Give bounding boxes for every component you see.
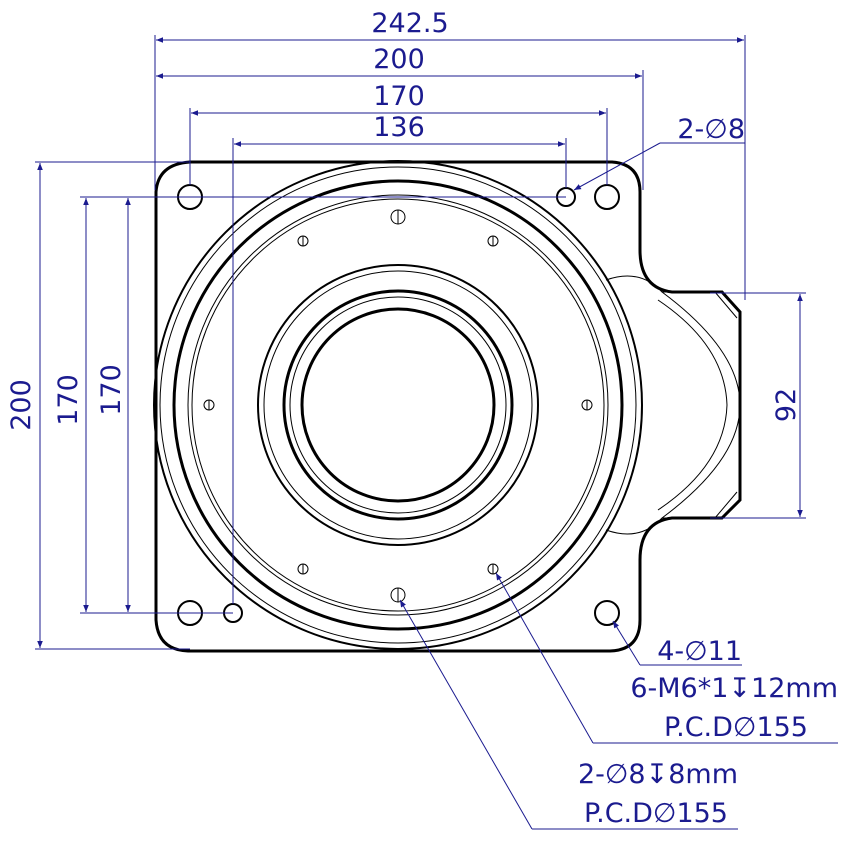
corner-hole-br bbox=[594, 600, 620, 626]
outer-ring bbox=[153, 160, 643, 650]
hub-ring bbox=[257, 264, 539, 546]
rotary-rings bbox=[153, 160, 643, 650]
callout-pin-holes: 2-∅8↧8mm bbox=[578, 759, 738, 790]
turntable-edge bbox=[187, 194, 609, 616]
part-outline bbox=[154, 160, 742, 653]
tab-inner-contour bbox=[605, 275, 741, 535]
tab-arc-inner bbox=[657, 299, 728, 511]
base-plate bbox=[154, 160, 742, 653]
bore-ring-2 bbox=[289, 296, 507, 514]
dim-plate-width: 200 bbox=[373, 44, 425, 75]
holes bbox=[177, 184, 620, 626]
hub-ring-2 bbox=[263, 270, 533, 540]
bearing-ring bbox=[172, 179, 624, 631]
outer-ring-2 bbox=[159, 166, 637, 644]
dim-bolt-spacing-outer: 170 bbox=[373, 81, 425, 112]
bore-ring bbox=[282, 289, 514, 521]
vertical-dimensions: 200 170 170 92 bbox=[6, 161, 806, 650]
horizontal-dimensions: 242.5 200 170 136 bbox=[154, 8, 746, 604]
callout-tapped-pcd: P.C.D∅155 bbox=[664, 712, 808, 743]
tab-fillet-top bbox=[662, 291, 738, 319]
callouts: 2-∅8 4-∅11 6-M6*1↧12mm P.C.D∅155 2-∅8↧8m… bbox=[399, 114, 838, 830]
callout-tapped-holes: 6-M6*1↧12mm bbox=[630, 673, 838, 704]
dim-bolt-height-right: 170 bbox=[96, 364, 127, 416]
callout-corner-holes: 4-∅11 bbox=[657, 636, 742, 667]
callout-small-holes: 2-∅8 bbox=[677, 114, 745, 145]
dim-bolt-spacing-inner: 136 bbox=[373, 112, 425, 143]
bore bbox=[300, 307, 496, 503]
callout-pin-pcd: P.C.D∅155 bbox=[584, 798, 728, 829]
dim-overall-width: 242.5 bbox=[371, 8, 448, 39]
dim-plate-height: 200 bbox=[6, 379, 37, 431]
corner-hole-tr bbox=[594, 184, 620, 210]
dim-bolt-height-left: 170 bbox=[53, 374, 84, 426]
turntable-edge-2 bbox=[191, 198, 605, 612]
dim-tab-height: 92 bbox=[771, 388, 802, 422]
